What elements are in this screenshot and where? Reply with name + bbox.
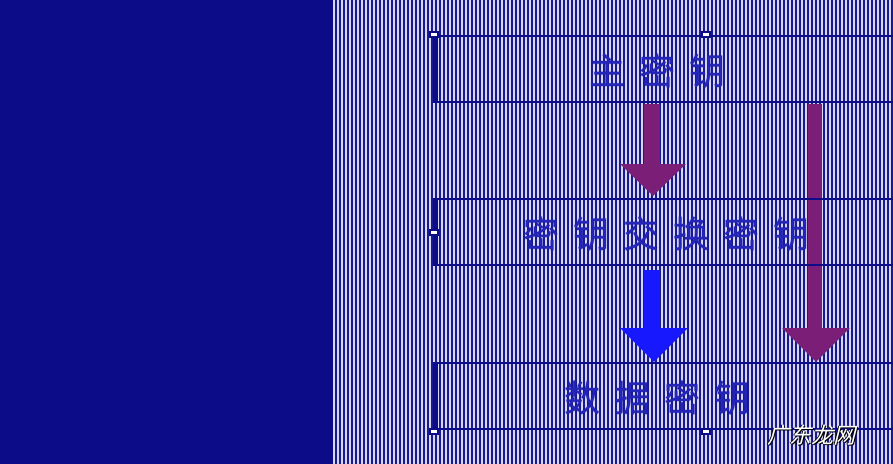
selection-handle[interactable] <box>429 428 439 435</box>
node-left-bar <box>435 364 438 428</box>
node-master-key-label: 主密钥 <box>588 52 739 93</box>
arrow-master-to-data <box>782 104 850 362</box>
selection-handle[interactable] <box>701 31 711 38</box>
selection-handle[interactable] <box>429 31 439 38</box>
node-key-exchange-key: 密钥交换密钥 <box>433 198 893 266</box>
node-left-bar <box>435 37 438 101</box>
selection-handle[interactable] <box>429 229 439 236</box>
node-key-exchange-key-label: 密钥交换密钥 <box>523 215 824 256</box>
node-data-key: 数据密钥 <box>433 362 893 430</box>
left-panel <box>0 0 333 464</box>
diagram-canvas <box>333 0 893 464</box>
arrow-exchange-to-data <box>620 270 688 362</box>
selection-handle[interactable] <box>701 428 711 435</box>
arrow-master-to-exchange <box>620 104 686 196</box>
watermark: 广东龙网 <box>766 424 855 449</box>
node-master-key: 主密钥 <box>433 35 893 103</box>
node-data-key-label: 数据密钥 <box>563 379 764 420</box>
